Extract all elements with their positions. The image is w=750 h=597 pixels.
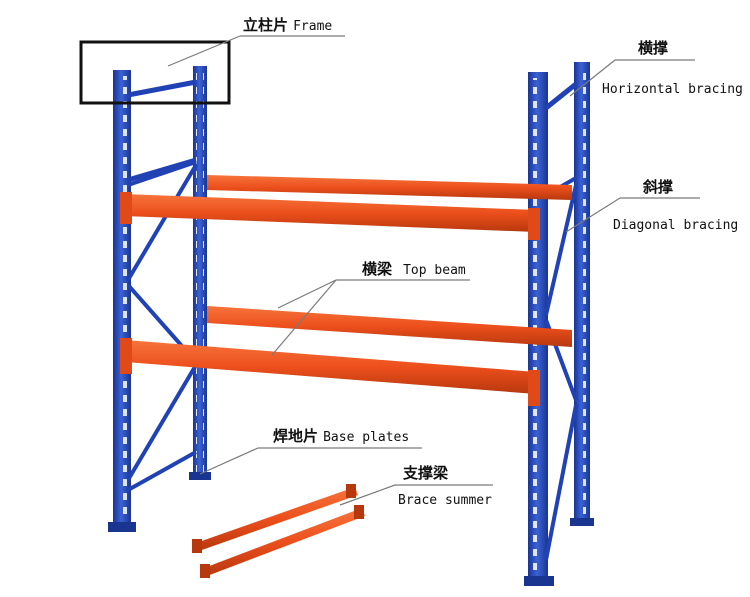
right-front-base-plate xyxy=(524,576,554,586)
horizontal-bracing-label-en: Horizontal bracing xyxy=(602,82,743,97)
top-beam-label-en: Top beam xyxy=(403,263,466,278)
brace-summer-label-cn: 支撑梁 xyxy=(403,464,449,482)
diagonal-bracing-label-cn: 斜撑 xyxy=(643,178,674,196)
frame-highlight-box xyxy=(79,40,231,105)
right-diagonal-brace xyxy=(544,184,578,316)
right-frame xyxy=(524,62,594,586)
left-back-base-plate xyxy=(189,472,211,480)
horizontal-bracing-leader xyxy=(569,59,616,97)
right-back-base-plate xyxy=(570,518,594,526)
left-diagonal-brace xyxy=(127,160,197,187)
upper-front-beam xyxy=(125,194,536,232)
leader-lines xyxy=(167,35,700,506)
frame-label: 立柱片 Frame xyxy=(243,16,333,34)
diagonal-bracing-label-en: Diagonal bracing xyxy=(613,218,739,233)
base-plates-leader xyxy=(199,447,259,475)
top-beam-label: 横梁 Top beam xyxy=(362,260,466,278)
left-horizontal-brace xyxy=(127,79,197,98)
top-beam-label-cn: 横梁 xyxy=(362,260,393,278)
brace-summer-beam-1 xyxy=(196,487,358,551)
left-front-base-plate xyxy=(108,522,136,532)
left-frame xyxy=(108,66,211,532)
frame-label-en: Frame xyxy=(293,19,333,34)
brace-summer-beams xyxy=(192,484,365,578)
top-beam-leader-1 xyxy=(277,279,337,309)
base-plates-label: 焊地片 Base plates xyxy=(273,427,410,445)
frame-label-cn: 立柱片 xyxy=(243,16,289,34)
horizontal-bracing-label-cn: 横撑 xyxy=(638,39,669,57)
upper-back-beam xyxy=(207,175,572,200)
diagonal-bracing-leader xyxy=(565,197,621,233)
brace-summer-leader xyxy=(339,484,396,506)
beams xyxy=(120,175,572,406)
brace-summer-beam-2 xyxy=(204,508,365,576)
top-beam-leader-2 xyxy=(271,279,337,356)
brace-summer-label-en: Brace summer xyxy=(398,493,492,508)
frame-leader xyxy=(167,35,241,67)
base-plates-label-cn: 焊地片 xyxy=(273,427,319,445)
base-plates-label-en: Base plates xyxy=(323,430,410,445)
lower-back-beam xyxy=(207,306,572,347)
right-horizontal-brace xyxy=(544,82,578,110)
lower-front-beam xyxy=(125,340,536,394)
